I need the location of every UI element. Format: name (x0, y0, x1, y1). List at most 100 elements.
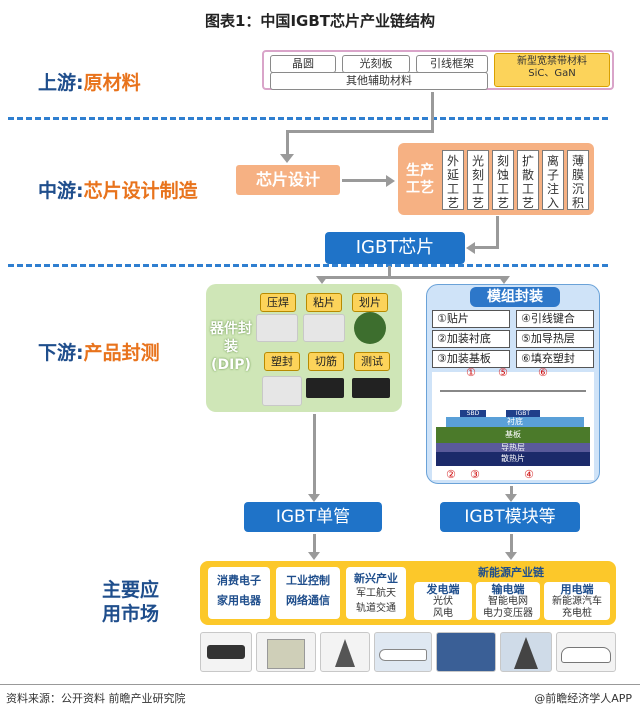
connector-line (431, 92, 434, 132)
market-consumer-sub: 家用电器 (208, 591, 270, 611)
market-industrial-sub: 网络通信 (276, 591, 340, 611)
process-diffusion: 扩散工艺 (517, 150, 539, 210)
wafer-image (354, 312, 386, 344)
igbt-chip-box: IGBT芯片 (325, 232, 465, 264)
material-wafer: 晶圆 (270, 55, 336, 73)
divider-1 (8, 117, 608, 120)
dip-step-die-attach: 粘片 (306, 293, 342, 312)
material-wide-bandgap: 新型宽禁带材料 SiC、GaN (494, 53, 610, 87)
connector-line (286, 130, 434, 133)
process-thin-film: 薄膜沉积 (567, 150, 589, 210)
market-transmit: 输电端 智能电网 电力变压器 (476, 582, 540, 620)
downstream-prefix: 下游: (38, 342, 84, 364)
dip-step-test: 测试 (354, 352, 390, 371)
divider-2 (8, 264, 608, 267)
market-transmit-title: 输电端 (476, 584, 540, 596)
arrow-down-icon (308, 494, 320, 502)
signal-tower-image (320, 632, 370, 672)
stage-midstream-label: 中游:芯片设计制造 (38, 176, 198, 203)
module-step-6: ⑥填充塑封 (516, 350, 594, 368)
module-step-5: ⑤加导热层 (516, 330, 594, 348)
dip-step-dicing: 划片 (352, 293, 388, 312)
market-use-sub1: 新能源汽车 (544, 596, 610, 608)
process-ion-implant: 离子注入 (542, 150, 564, 210)
marker-3: ③ (470, 468, 480, 481)
leadframe-image (303, 314, 345, 342)
phone-image (200, 632, 252, 672)
marker-6: ⑥ (538, 366, 548, 379)
connector-line (318, 276, 504, 279)
module-step-2: ②加装衬底 (432, 330, 510, 348)
marker-4: ④ (524, 468, 534, 481)
process-epitaxy: 外延工艺 (442, 150, 464, 210)
market-consumer-title: 消费电子 (208, 571, 270, 591)
market-use-sub2: 充电桩 (544, 608, 610, 620)
market-emerging-sub2: 轨道交通 (346, 601, 406, 616)
market-use-title: 用电端 (544, 584, 610, 596)
connector-line (472, 246, 499, 249)
igbt-die: IGBT (506, 410, 540, 417)
market-transmit-sub1: 智能电网 (476, 596, 540, 608)
dip-step-bonding: 压焊 (260, 293, 296, 312)
marker-2: ② (446, 468, 456, 481)
material-aux: 其他辅助材料 (270, 72, 488, 90)
market-power-sub2: 风电 (414, 608, 472, 620)
process-lithography: 光刻工艺 (467, 150, 489, 210)
connector-line (313, 534, 316, 554)
figure-title: 图表1：中国IGBT芯片产业链结构 (0, 10, 640, 31)
midstream-name: 芯片设计制造 (84, 180, 198, 202)
chip-design-box: 芯片设计 (236, 165, 340, 195)
market-industrial: 工业控制 网络通信 (276, 567, 340, 619)
process-label: 生产工艺 (402, 163, 438, 197)
wide-bandgap-sub: SiC、GaN (495, 68, 609, 80)
layer-baseplate: 基板 (436, 427, 590, 443)
train-image (374, 632, 432, 672)
layer-substrate: 衬底 (446, 417, 584, 427)
igbt-single-box: IGBT单管 (244, 502, 382, 532)
market-use: 用电端 新能源汽车 充电桩 (544, 582, 610, 620)
solar-image (436, 632, 496, 672)
car-image (556, 632, 616, 672)
package-image (262, 376, 302, 406)
layer-heatsink: 散热片 (436, 452, 590, 466)
connector-line (496, 216, 499, 248)
package-image (306, 378, 344, 398)
stage-upstream-label: 上游:原材料 (38, 68, 141, 95)
market-power-sub1: 光伏 (414, 596, 472, 608)
stage-market-label: 主要应用市场 (102, 578, 172, 626)
arrow-down-icon (505, 494, 517, 502)
dip-step-molding: 塑封 (264, 352, 300, 371)
footer-rule (0, 684, 640, 685)
market-power: 发电端 光伏 风电 (414, 582, 472, 620)
module-title: 模组封装 (470, 287, 560, 307)
arrow-down-icon (316, 276, 328, 284)
market-consumer: 消费电子 家用电器 (208, 567, 270, 619)
process-etching: 刻蚀工艺 (492, 150, 514, 210)
arrow-down-icon (308, 552, 320, 560)
marker-5: ⑤ (498, 366, 508, 379)
footer-source: 资料来源：公开资料 前瞻产业研究院 (6, 690, 186, 706)
module-step-4: ④引线键合 (516, 310, 594, 328)
dip-step-trim: 切筋 (308, 352, 344, 371)
sbd-chip: SBD (460, 410, 486, 417)
stage-downstream-label: 下游:产品封测 (38, 338, 160, 365)
connector-line (313, 414, 316, 498)
market-transmit-sub2: 电力变压器 (476, 608, 540, 620)
footer-brand: @前瞻经济学人APP (534, 690, 632, 706)
marker-1: ① (466, 366, 476, 379)
wide-bandgap-label: 新型宽禁带材料 (495, 56, 609, 68)
connector-line (342, 179, 388, 182)
igbt-module-box: IGBT模块等 (440, 502, 580, 532)
ups-image (256, 632, 316, 672)
downstream-name: 产品封测 (84, 342, 160, 364)
market-emerging-sub1: 军工航天 (346, 586, 406, 601)
market-emerging: 新兴产业 军工航天 轨道交通 (346, 567, 406, 619)
arrow-right-icon (386, 175, 395, 187)
module-step-1: ①贴片 (432, 310, 510, 328)
arrow-left-icon (466, 242, 475, 254)
dip-label: 器件封装(DIP) (210, 320, 252, 374)
leadframe-image (256, 314, 298, 342)
market-emerging-title: 新兴产业 (346, 571, 406, 586)
module-frame (440, 390, 586, 408)
connector-line (510, 534, 513, 554)
